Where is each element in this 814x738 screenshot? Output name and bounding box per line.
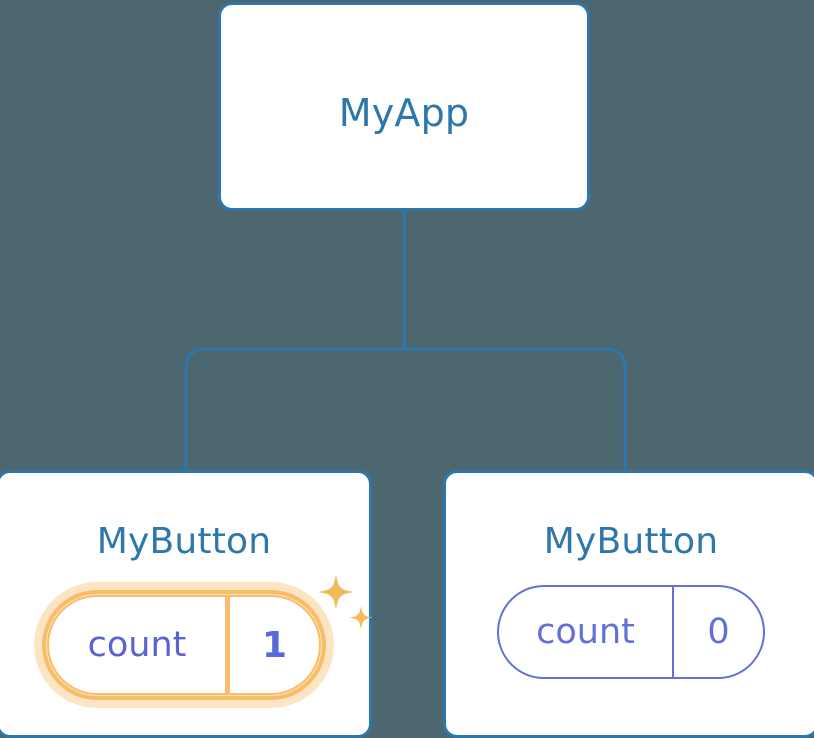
prop-pill-wrap-1: count 1 (34, 574, 373, 708)
sparkle-small-icon (349, 606, 373, 630)
node-myapp-title: MyApp (338, 91, 470, 135)
prop-pill-highlighted[interactable]: count 1 (34, 574, 373, 708)
prop-divider-2 (672, 587, 674, 677)
node-mybutton-2-title: MyButton (543, 521, 719, 562)
prop-key-2: count (536, 612, 635, 652)
connector-branch-right (404, 347, 627, 472)
prop-value-1: 1 (261, 624, 288, 666)
sparkle-large-icon (318, 574, 354, 610)
prop-divider-1 (225, 597, 230, 693)
highlight-ring-hairline (46, 594, 322, 696)
connector-branch-left (184, 347, 405, 472)
prop-pill-1[interactable]: count 1 (49, 597, 319, 693)
node-mybutton-1-title: MyButton (96, 521, 272, 562)
node-mybutton-2[interactable]: MyButton count 0 (443, 470, 814, 738)
node-mybutton-1[interactable]: MyButton count 1 (0, 470, 373, 738)
node-myapp[interactable]: MyApp (218, 2, 590, 211)
prop-value-2: 0 (707, 612, 730, 652)
prop-pill-2[interactable]: count 0 (497, 585, 765, 679)
prop-key-1: count (87, 625, 187, 665)
prop-pill-wrap-2: count 0 (497, 585, 765, 679)
